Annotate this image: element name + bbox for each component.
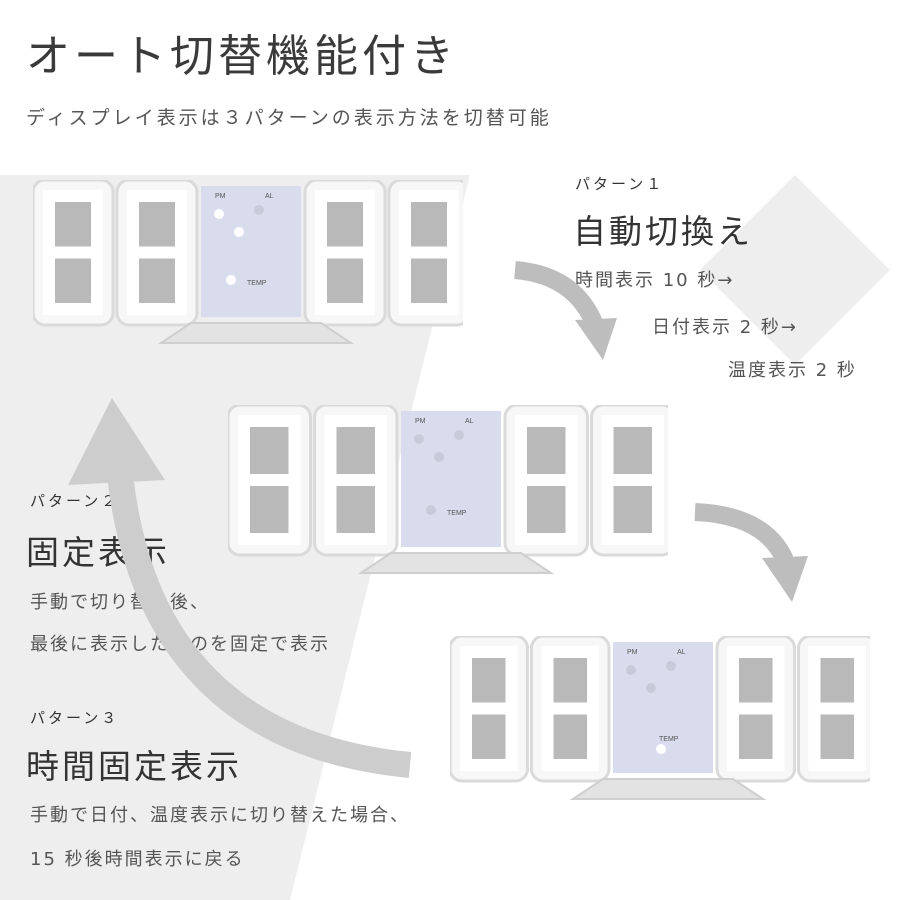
clock-pattern3: PM AL TEMP [448,634,878,810]
pattern1-step-temp: 温度表示 2 秒 [728,360,857,381]
clock-digit [387,178,471,327]
clock-pm-label: PM [215,193,226,200]
clock-pattern1: PM AL TEMP [31,178,471,354]
pattern3-name: 時間固定表示 [26,747,242,786]
clock-digit [448,634,529,783]
clock-pm-label: PM [627,649,638,656]
indicator-led-on [214,209,224,219]
clock-pm-label: PM [415,418,426,425]
clock-digit [115,178,199,327]
indicator-led-on [226,275,236,285]
clock-al-label: AL [265,193,274,200]
clock-digit [313,403,399,557]
page-subtitle: ディスプレイ表示は３パターンの表示方法を切替可能 [26,107,552,129]
pattern3-desc-line1: 手動で日付、温度表示に切り替えた場合、 [30,805,410,826]
arrow-pattern1-to-2 [514,261,617,360]
clock-center-panel [401,411,501,547]
clock-digit [590,403,676,557]
clock-center-panel [201,186,301,317]
clock-temp-label: TEMP [659,736,679,743]
indicator-led-off [434,452,444,462]
clock-temp-label: TEMP [447,510,467,517]
arrow-pattern2-to-3 [694,503,808,602]
clock-digit [303,178,387,327]
pattern3-desc-line2: 15 秒後時間表示に戻る [30,849,245,870]
pattern2-label: パターン２ [30,492,120,510]
clock-digit [530,634,611,783]
clock-stand [569,778,767,800]
clock-digit [715,634,796,783]
indicator-led-off [454,430,464,440]
pattern1-step-date: 日付表示 2 秒→ [652,317,798,338]
indicator-led-off [414,434,424,444]
clock-stand [157,322,355,344]
pattern1-step-time: 時間表示 10 秒→ [575,270,735,291]
clock-digit [797,634,878,783]
indicator-led-off [646,683,656,693]
indicator-led-off [426,505,436,515]
pattern1-name: 自動切換え [573,212,753,251]
indicator-led-on [234,227,244,237]
indicator-led-off [626,665,636,675]
clock-digit [31,178,115,327]
page-title: オート切替機能付き [26,31,458,82]
clock-digit [503,403,589,557]
clock-stand [357,552,555,574]
background-diamond [700,175,890,365]
indicator-led-off [666,661,676,671]
clock-digit [226,403,312,557]
indicator-led-on [656,744,666,754]
clock-al-label: AL [465,418,474,425]
clock-pattern2: PM AL TEMP [226,403,676,584]
arrow-pattern3-to-1 [68,398,412,778]
clock-temp-label: TEMP [247,280,267,287]
indicator-led-off [254,205,264,215]
clock-al-label: AL [677,649,686,656]
pattern3-label: パターン３ [30,709,120,727]
pattern1-label: パターン１ [575,175,665,193]
